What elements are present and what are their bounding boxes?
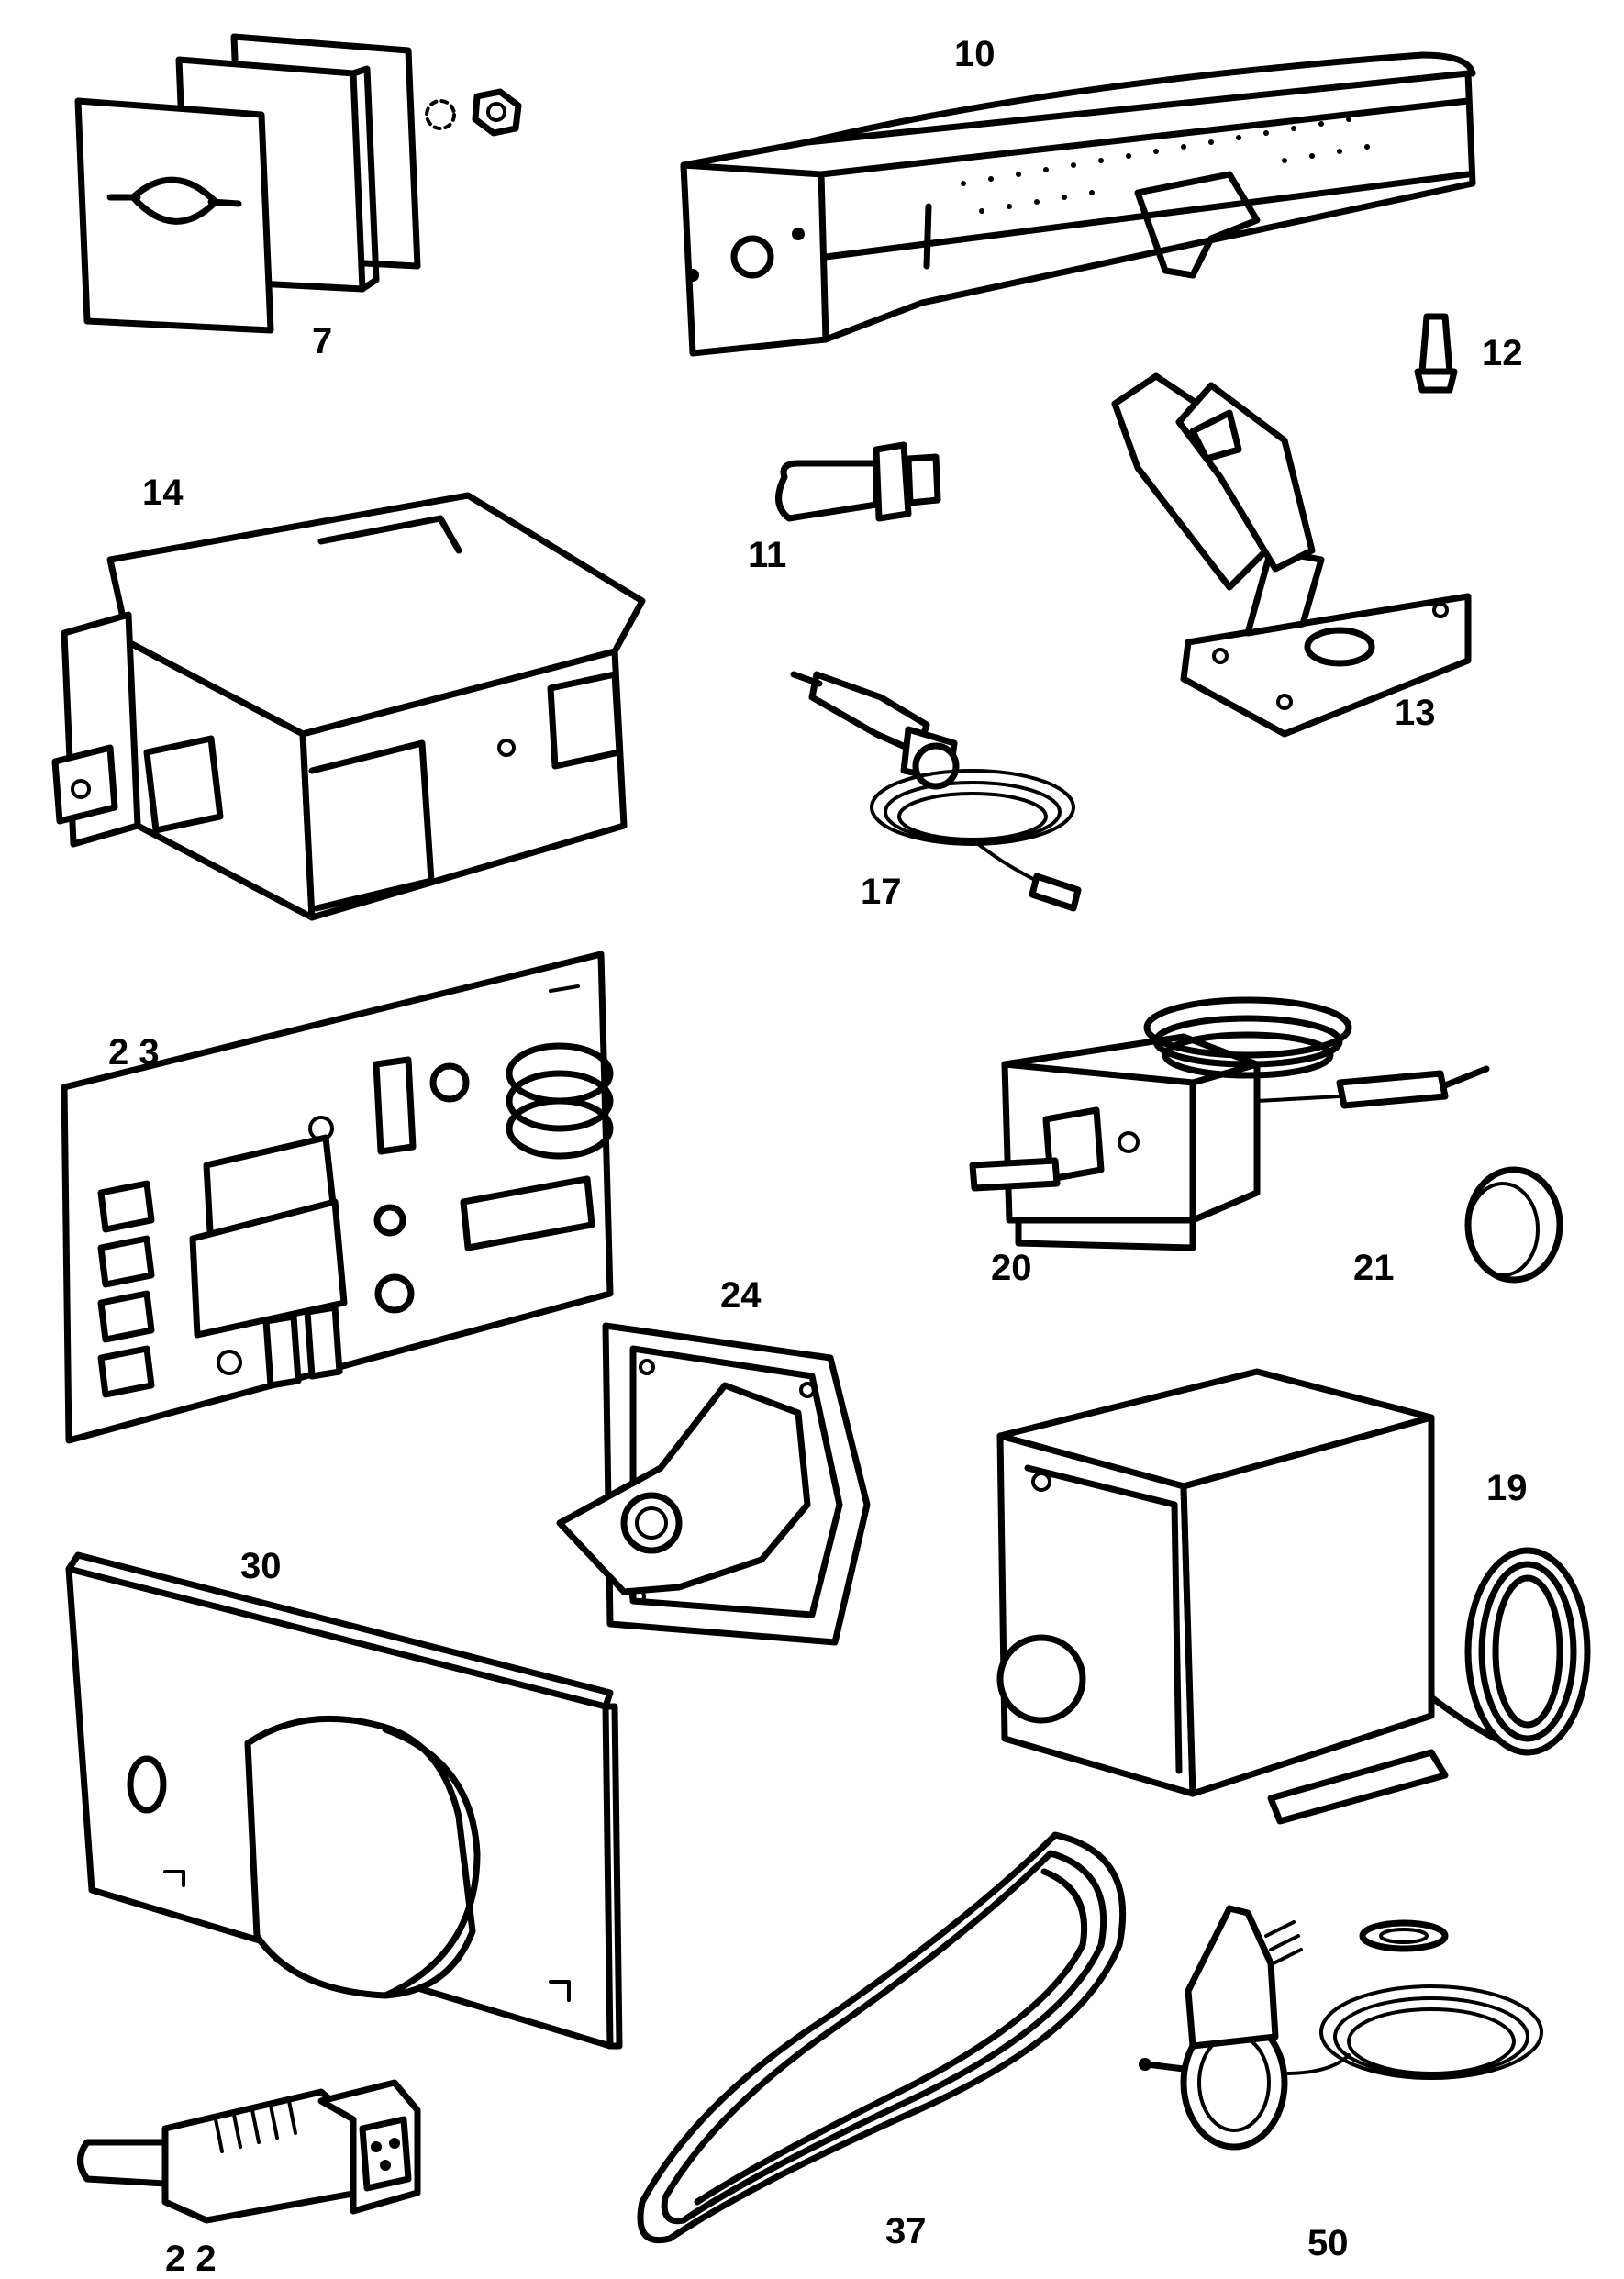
label-part-20: 20	[991, 1248, 1032, 1288]
part-37-gasket	[637, 1831, 1127, 2243]
part-14-control-box	[51, 492, 646, 921]
part-11-lamp	[775, 441, 941, 522]
label-part-24: 24	[720, 1275, 762, 1316]
label-part-10: 10	[954, 34, 996, 74]
label-part-22: 2 2	[165, 2239, 217, 2279]
part-20-thermostat	[969, 996, 1490, 1251]
part-7-plate-assembly	[74, 33, 522, 334]
label-part-23: 2 3	[108, 1032, 160, 1073]
part-19-control-unit	[996, 1368, 1591, 1825]
label-part-21: 21	[1353, 1248, 1395, 1288]
part-10-heater-housing	[680, 51, 1476, 357]
label-part-14: 14	[142, 472, 184, 513]
part-21-knob-cap	[1464, 1166, 1563, 1284]
label-part-17: 17	[861, 872, 902, 912]
part-23-circuit-board	[61, 951, 614, 1444]
label-part-13: 13	[1395, 693, 1436, 733]
label-part-11: 11	[748, 535, 786, 575]
label-part-12: 12	[1482, 333, 1523, 373]
label-part-7: 7	[312, 321, 332, 361]
label-part-37: 37	[885, 2211, 927, 2251]
label-part-50: 50	[1307, 2223, 1349, 2263]
part-13-lever-bracket	[1111, 372, 1472, 738]
label-part-30: 30	[240, 1546, 282, 1586]
part-30-cover-plate	[65, 1551, 623, 2050]
part-17-probe	[790, 671, 1082, 912]
label-part-19: 19	[1486, 1468, 1528, 1508]
part-12-plug	[1414, 313, 1458, 394]
part-50-pressure-switch	[1139, 1905, 1543, 2151]
part-24-gasket-housing	[556, 1322, 871, 1646]
part-22-power-connector	[77, 2079, 421, 2224]
